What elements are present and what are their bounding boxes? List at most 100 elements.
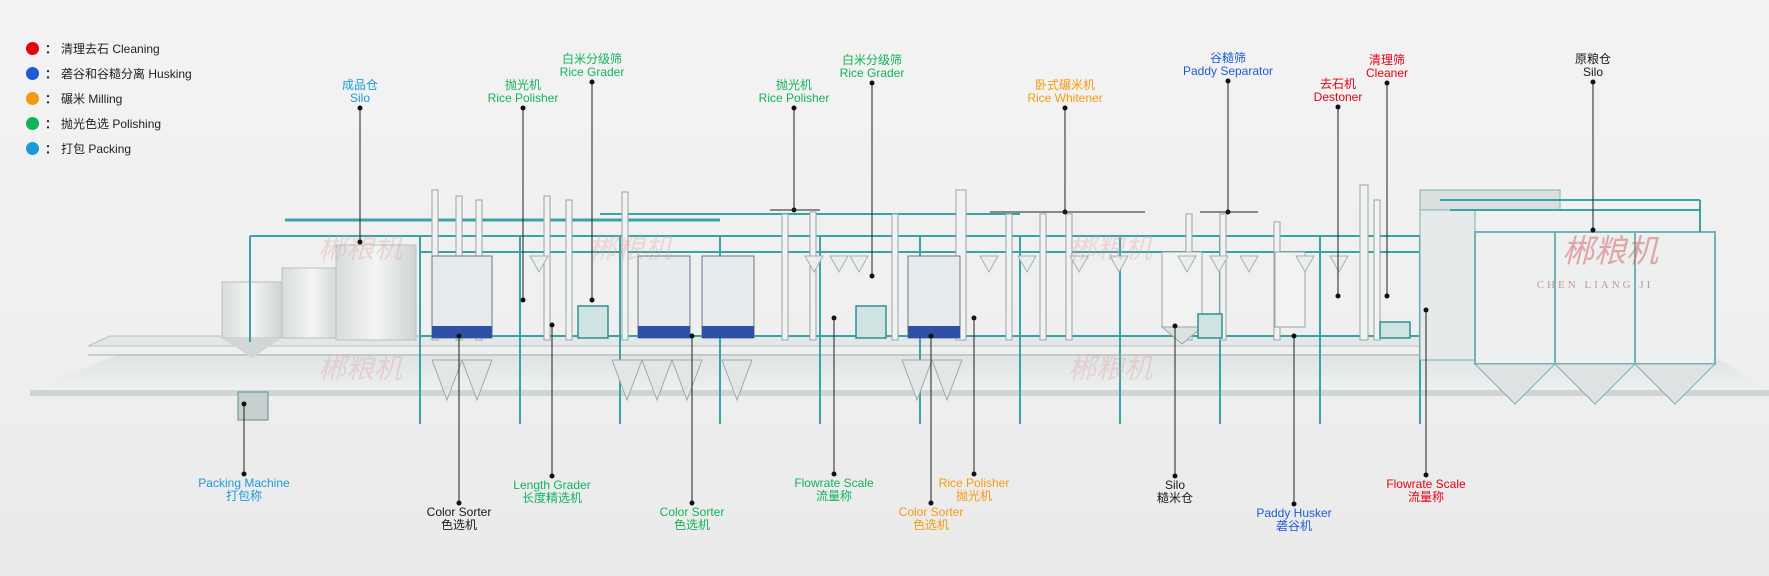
callout-color-sorter-1: Color Sorter 色选机 [427, 506, 492, 531]
leader-dot-cleaner [1384, 80, 1390, 86]
leader-dot-rice-grader-1 [589, 79, 595, 85]
raw-silo-building [1419, 189, 1717, 405]
callout-label-en: Paddy Separator [1182, 63, 1274, 78]
hoppers [529, 255, 1349, 274]
color-sorter-units [431, 255, 961, 339]
leader-dot-packing-machine [241, 471, 247, 477]
machine-columns [431, 184, 1381, 345]
callout-label-en: Length Grader [513, 478, 591, 492]
callout-label-en: Paddy Husker [1256, 506, 1332, 520]
legend-label: 清理去石 Cleaning [61, 42, 160, 56]
legend-dot-milling [26, 92, 39, 105]
callout-length-grader: Length Grader 长度精选机 [513, 479, 590, 504]
leader-dot-flowrate-scale-2 [1423, 472, 1429, 478]
leader-dot-rice-grader-2 [869, 273, 875, 279]
callout-label-en: Flowrate Scale [794, 476, 874, 490]
leader-dot-cleaner [1384, 293, 1390, 299]
leader-dot-rice-polisher-1 [520, 297, 526, 303]
callout-rice-grader-1: 白米分级筛 Rice Grader [560, 53, 625, 78]
watermark-brand-6: 郴粮机 [1068, 354, 1153, 385]
callout-label-cn: 砻谷机 [1275, 518, 1312, 533]
legend-label: 碾米 Milling [61, 92, 123, 106]
leader-dot-flowrate-scale-1 [831, 315, 837, 321]
callout-label-en: Silo [1164, 478, 1186, 492]
callout-label-cn: 流量称 [1407, 489, 1444, 504]
callout-destoner: 去石机 Destoner [1314, 78, 1363, 103]
leader-dot-rice-polisher-3 [971, 315, 977, 321]
callout-silo-rice: Silo 糙米仓 [1157, 479, 1193, 504]
callout-rice-polisher-1: 抛光机 Rice Polisher [488, 79, 559, 104]
callout-rice-grader-2: 白米分级筛 Rice Grader [840, 54, 905, 79]
callout-label-en: Rice Polisher [938, 476, 1010, 490]
watermark-brand-4: 郴粮机 [1068, 234, 1153, 265]
leader-dot-rice-grader-1 [589, 297, 595, 303]
leader-dot-color-sorter-3 [928, 500, 934, 506]
callout-packing-machine: Packing Machine 打包称 [198, 477, 289, 502]
legend-separator: ： [45, 67, 58, 81]
callout-label-cn: 谷糙筛 [1209, 51, 1246, 65]
legend-item-husking: ： 砻谷和谷糙分离 Husking [26, 61, 192, 86]
leader-dot-rice-polisher-3 [971, 471, 977, 477]
legend-dot-husking [26, 67, 39, 80]
callout-cleaner: 清理筛 Cleaner [1366, 54, 1408, 79]
leader-dot-silo-finished [357, 239, 363, 245]
legend-item-packing: ： 打包 Packing [26, 136, 192, 161]
leader-dot-silo-raw [1590, 227, 1596, 233]
grader-units [577, 305, 1411, 339]
callout-label-en: Destoner [1313, 89, 1363, 104]
leader-dot-color-sorter-2 [689, 333, 695, 339]
callout-label-cn: 抛光机 [955, 488, 993, 503]
watermark-brand-1: 郴粮机 [1562, 233, 1659, 269]
callout-silo-finished: 成品仓 Silo [342, 79, 378, 104]
leader-dot-color-sorter-1 [456, 500, 462, 506]
callout-label-cn: 打包称 [225, 488, 263, 503]
leader-dot-silo-rice [1172, 323, 1178, 329]
packing-silos [221, 244, 417, 421]
callout-label-en: Rice Grader [839, 65, 905, 80]
leader-dot-rice-polisher-1 [520, 105, 526, 111]
callout-leader-lines [241, 78, 1596, 507]
callout-label-cn: 成品仓 [341, 78, 379, 92]
callout-label-en: Rice Grader [559, 64, 625, 79]
callout-rice-whitener: 卧式碾米机 Rice Whitener [1027, 79, 1102, 104]
legend-label: 抛光色选 Polishing [61, 117, 162, 131]
callout-paddy-separator: 谷糙筛 Paddy Separator [1183, 52, 1273, 77]
watermark-latin-1: CHEN LIANG JI [1537, 279, 1654, 291]
leader-dot-paddy-husker [1291, 501, 1297, 507]
callout-label-en: Silo [1582, 64, 1604, 79]
leader-dot-color-sorter-2 [689, 500, 695, 506]
callout-label-cn: 流量称 [815, 488, 852, 503]
callout-label-en: Rice Whitener [1027, 90, 1103, 105]
watermark-group: 郴粮机 CHEN LIANG JI 郴粮机 郴粮机 郴粮机 郴粮机 郴粮机 [318, 233, 1659, 385]
callout-flowrate-scale-1: Flowrate Scale 流量称 [794, 477, 873, 502]
callout-label-en: Cleaner [1365, 65, 1409, 80]
leader-dot-silo-rice [1172, 473, 1178, 479]
callout-label-en: Flowrate Scale [1386, 477, 1466, 491]
callout-label-cn: 清理筛 [1368, 53, 1405, 67]
callout-label-en: Silo [349, 90, 371, 105]
legend-item-cleaning: ： 清理去石 Cleaning [26, 36, 192, 61]
legend-label: 打包 Packing [61, 142, 132, 156]
leader-dot-rice-whitener [1062, 105, 1068, 111]
legend-separator: ： [45, 142, 58, 156]
process-legend: ： 清理去石 Cleaning ： 砻谷和谷糙分离 Husking ： 碾米 M… [26, 36, 192, 161]
callout-label-en: Rice Polisher [487, 90, 559, 105]
legend-separator: ： [45, 42, 58, 56]
leader-dot-rice-polisher-2 [791, 105, 797, 111]
lower-hoppers [431, 359, 963, 402]
callout-label-en: Color Sorter [898, 505, 964, 519]
callout-rice-polisher-2: 抛光机 Rice Polisher [759, 79, 830, 104]
callout-label-cn: 抛光机 [504, 78, 542, 92]
callout-label-cn: 原粮仓 [1574, 52, 1612, 66]
legend-dot-polishing [26, 117, 39, 130]
leader-dot-rice-grader-2 [869, 80, 875, 86]
leader-dot-flowrate-scale-2 [1423, 307, 1429, 313]
leader-dot-paddy-husker [1291, 333, 1297, 339]
legend-dot-packing [26, 142, 39, 155]
callout-label-en: Color Sorter [426, 505, 492, 519]
callout-label-cn: 长度精选机 [521, 490, 583, 505]
legend-label: 砻谷和谷糙分离 Husking [61, 67, 192, 81]
callout-label-cn: 色选机 [912, 517, 949, 532]
legend-item-polishing: ： 抛光色选 Polishing [26, 111, 192, 136]
